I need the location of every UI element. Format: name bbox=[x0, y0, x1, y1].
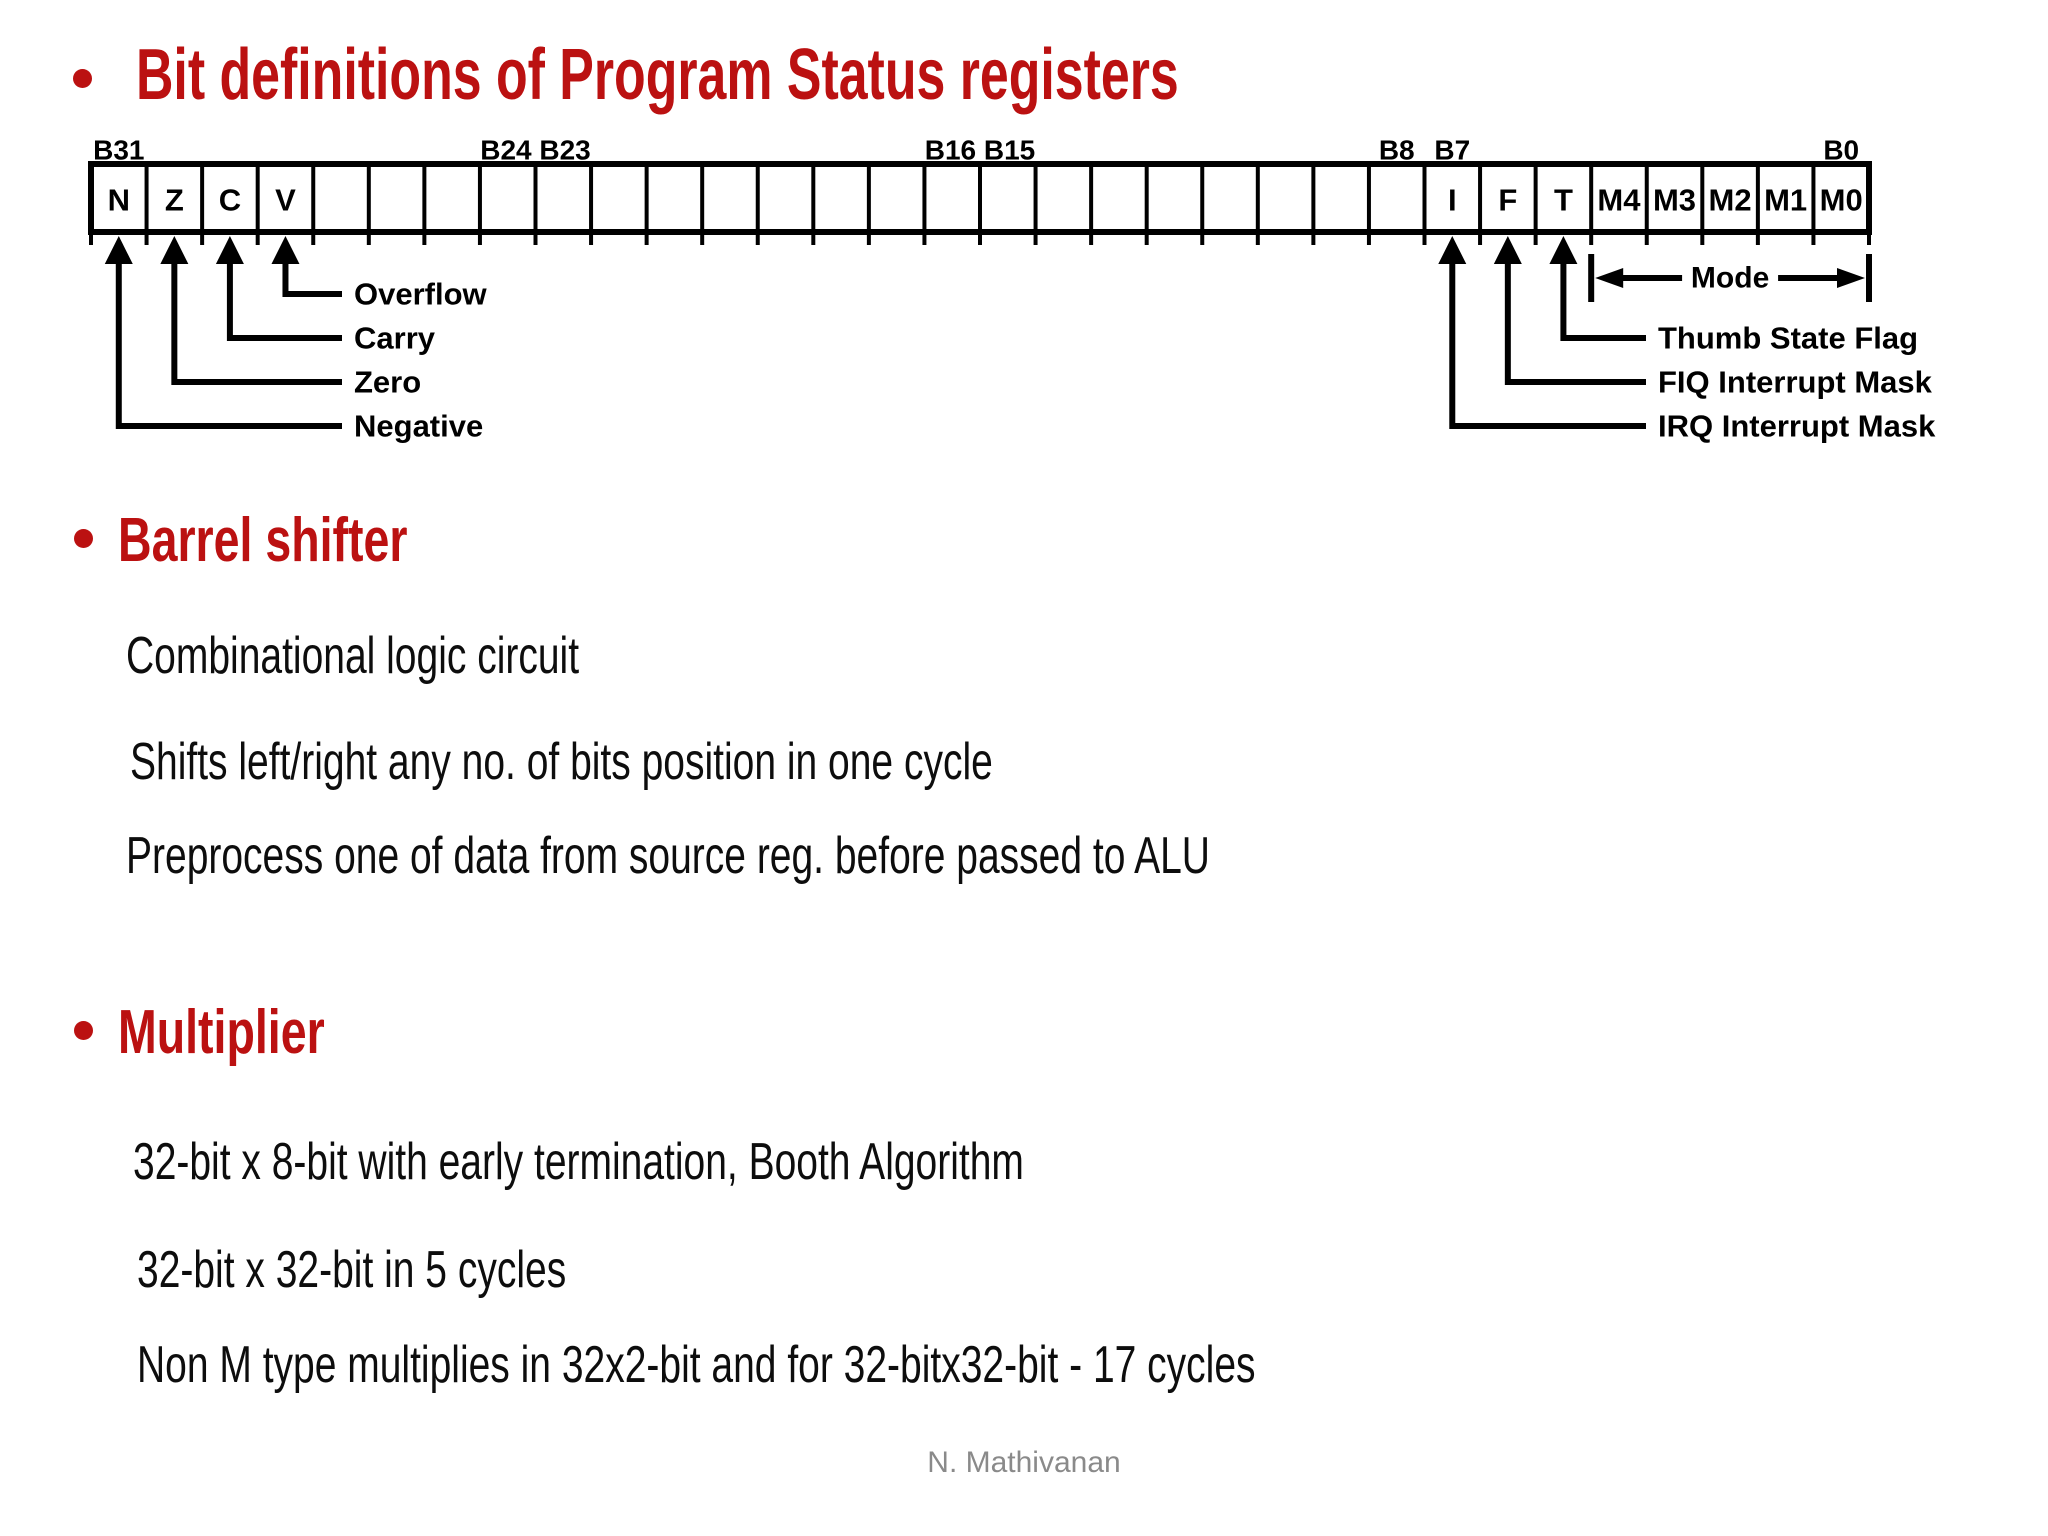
pointer-line bbox=[226, 261, 342, 341]
register-top-label: B24 B23 bbox=[480, 135, 591, 166]
mode-right-arrowhead-icon bbox=[1837, 268, 1865, 288]
bit-cell-label: V bbox=[275, 183, 296, 218]
body-line: Shifts left/right any no. of bits positi… bbox=[130, 733, 993, 791]
body-line: Combinational logic circuit bbox=[126, 627, 580, 685]
bit-cell-label: N bbox=[108, 183, 130, 218]
pointer-arrowhead-icon bbox=[1549, 236, 1578, 264]
pointer-label: Zero bbox=[354, 365, 421, 400]
bit-cell-label: I bbox=[1448, 183, 1457, 218]
pointer-label: IRQ Interrupt Mask bbox=[1658, 409, 1936, 444]
section-bullet-icon bbox=[74, 529, 93, 548]
title-bullet-icon bbox=[73, 69, 92, 88]
pointer-label: FIQ Interrupt Mask bbox=[1658, 365, 1933, 400]
pointer-label: Thumb State Flag bbox=[1658, 321, 1918, 356]
body-line: 32-bit x 32-bit in 5 cycles bbox=[137, 1241, 567, 1299]
pointer-line bbox=[115, 261, 342, 429]
pointer-line bbox=[1560, 261, 1646, 341]
section-heading-barrel-shifter: Barrel shifter bbox=[118, 506, 408, 575]
pointer-label: Negative bbox=[354, 409, 483, 444]
body-line: 32-bit x 8-bit with early termination, B… bbox=[133, 1133, 1024, 1191]
bit-cell-label: M2 bbox=[1709, 183, 1752, 218]
pointer-arrowhead-icon bbox=[271, 236, 300, 264]
pointer-line bbox=[1504, 261, 1646, 385]
footer-author: N. Mathivanan bbox=[927, 1446, 1121, 1479]
mode-left-arrowhead-icon bbox=[1595, 268, 1624, 288]
pointer-line bbox=[282, 261, 342, 297]
pointer-line bbox=[1449, 261, 1646, 429]
register-top-label: B0 bbox=[1823, 135, 1859, 166]
register-top-label: B16 B15 bbox=[925, 135, 1036, 166]
pointer-arrowhead-icon bbox=[104, 236, 133, 264]
register-top-label: B7 bbox=[1434, 135, 1470, 166]
bit-cell-label: T bbox=[1554, 183, 1573, 218]
body-line: Preprocess one of data from source reg. … bbox=[126, 827, 1210, 885]
bit-cell-label: M3 bbox=[1653, 183, 1696, 218]
register-top-label: B31 bbox=[93, 135, 144, 166]
body-line: Non M type multiplies in 32x2-bit and fo… bbox=[137, 1336, 1256, 1394]
section-heading-multiplier: Multiplier bbox=[118, 998, 325, 1067]
bit-cell-label: M0 bbox=[1820, 183, 1863, 218]
section-bullet-icon bbox=[74, 1021, 93, 1040]
pointer-arrowhead-icon bbox=[1493, 236, 1522, 264]
bit-cell-label: F bbox=[1498, 183, 1517, 218]
pointer-label: Carry bbox=[354, 321, 436, 356]
bit-cell-label: Z bbox=[165, 183, 184, 218]
register-box bbox=[88, 161, 1872, 235]
page-title: Bit definitions of Program Status regist… bbox=[136, 35, 1179, 115]
pointer-arrowhead-icon bbox=[160, 236, 189, 264]
register-top-label: B8 bbox=[1379, 135, 1415, 166]
bit-cell-label: C bbox=[219, 183, 241, 218]
pointer-line bbox=[171, 261, 342, 385]
bit-cell-label: M4 bbox=[1597, 183, 1641, 218]
pointer-arrowhead-icon bbox=[215, 236, 244, 264]
bit-cell-label: M1 bbox=[1764, 183, 1807, 218]
pointer-arrowhead-icon bbox=[1438, 236, 1467, 264]
pointer-label: Overflow bbox=[354, 277, 488, 312]
mode-label: Mode bbox=[1691, 262, 1769, 295]
